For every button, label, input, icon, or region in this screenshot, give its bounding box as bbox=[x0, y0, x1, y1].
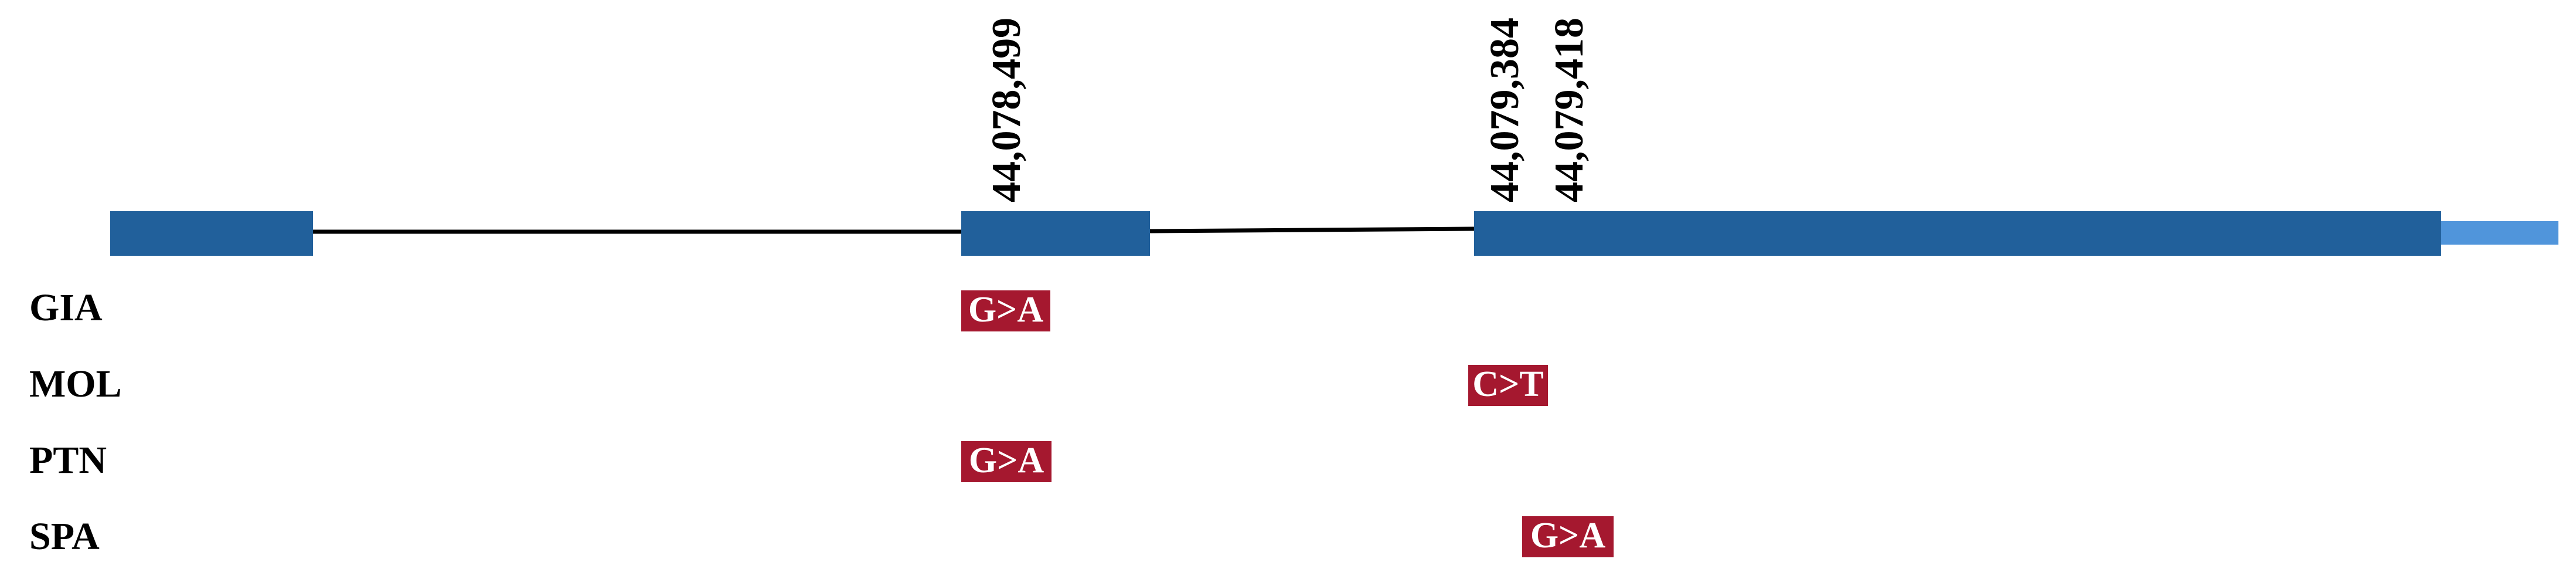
position-label: 44,079,418 bbox=[1547, 18, 1592, 202]
variant-badge-ptn: G>A bbox=[961, 441, 1052, 482]
exon-2 bbox=[961, 211, 1150, 256]
svg-text:C>T: C>T bbox=[1472, 364, 1543, 404]
variant-badge-mol: C>T bbox=[1468, 364, 1548, 406]
exon-3 bbox=[1474, 211, 2441, 256]
row-label-gia: GIA bbox=[29, 286, 103, 329]
variant-badge-gia: G>A bbox=[961, 290, 1050, 331]
row-label-spa: SPA bbox=[29, 515, 100, 558]
position-label: 44,078,499 bbox=[984, 18, 1029, 202]
variant-badge-spa: G>A bbox=[1522, 516, 1614, 557]
svg-text:G>A: G>A bbox=[968, 290, 1044, 330]
position-label: 44,079,384 bbox=[1482, 18, 1527, 202]
intron-2 bbox=[1149, 226, 1475, 233]
row-label-mol: MOL bbox=[29, 363, 122, 405]
exon-1 bbox=[110, 211, 313, 256]
svg-text:G>A: G>A bbox=[1530, 516, 1606, 556]
svg-text:G>A: G>A bbox=[969, 441, 1044, 480]
utr-3prime bbox=[2441, 221, 2558, 245]
row-label-ptn: PTN bbox=[29, 439, 107, 482]
